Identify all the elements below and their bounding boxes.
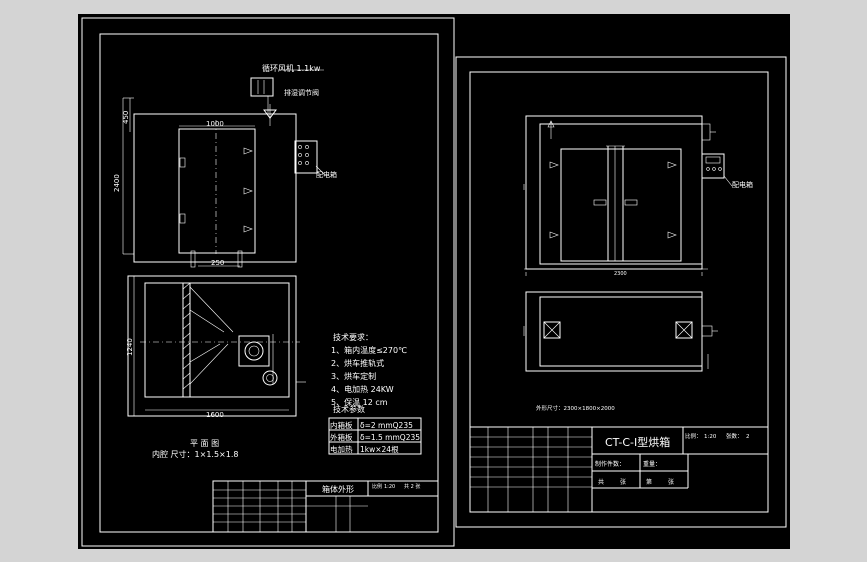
dim-gap-top: 450 [122,111,130,124]
tech-param-value: δ=1.5 mmQ235 [360,433,420,442]
right-sheet-outer-border [455,56,787,528]
left-sheet-outer-border [81,17,455,547]
dim-height-left: 2400 [113,174,121,192]
right-title: CT-C-Ⅰ型烘箱 [605,435,670,449]
tech-req-item: 1、箱内温度≤270℃ [331,345,407,355]
control-box-icon [294,140,318,174]
right-title-block [469,426,769,513]
right-page-c: 第 [646,478,652,486]
tech-param-name: 外箱板 [330,432,353,442]
tech-req-item: 4、电加热 24KW [331,384,394,394]
right-page-d: 张 [668,478,674,486]
left-scale-label: 比例 [372,483,382,490]
left-scale-value: 1:20 [384,484,395,490]
valve-label: 排湿调节阀 [284,88,319,97]
dim-plan-width: 1600 [206,411,224,419]
tech-params-title: 技术参数 [333,404,365,414]
right-front-view [523,115,733,276]
tech-req-item: 3、烘车定制 [331,371,376,381]
right-width-dim: 2300 [614,271,627,277]
right-control-box-label: 配电箱 [732,180,753,189]
fan-label: 循环风机 1.1kw [262,63,321,73]
left-title-name: 箱体外形 [322,484,354,494]
dim-width-top: 1000 [206,120,224,128]
dim-plan-depth: 1240 [126,338,134,356]
tech-req-item: 5、保温 12 cm [331,397,388,407]
cad-drawing: 循环风机 1.1kw 排湿调节阀 配电箱 1000 2400 450 250 1… [81,17,787,547]
tech-param-value: δ=2 mmQ235 [360,421,413,430]
cad-viewport[interactable]: 循环风机 1.1kw 排湿调节阀 配电箱 1000 2400 450 250 1… [78,14,790,549]
right-scale-label: 比例： [685,432,702,440]
tech-param-name: 内箱板 [330,420,353,430]
right-control-box-icon [701,153,725,179]
tech-params: 技术参数 内箱板 δ=2 mmQ235 外箱板 δ=1.5 mmQ235 电加热… [328,404,422,455]
right-top-view [523,291,718,372]
left-front-elevation [122,69,325,268]
left-sheet-label: 共 2 张 [404,483,420,490]
right-scale-value: 1:20 [704,434,717,440]
right-page-b: 张 [620,478,626,486]
dim-bottom-width: 250 [211,259,224,267]
right-sheet-label: 张数： [726,432,743,440]
inner-size: 内腔 尺寸：1×1.5×1.8 [152,449,238,459]
tech-req-title: 技术要求： [333,332,373,342]
control-box-label: 配电箱 [316,170,337,179]
right-weight-label: 重量： [643,460,661,468]
fan-icon [250,77,274,97]
right-qty-label: 制作件数： [595,460,625,468]
tech-param-name: 电加热 [330,444,353,454]
tech-req-item: 2、烘车推轨式 [331,358,384,368]
plan-caption: 平 面 图 [190,439,219,448]
left-title-block [212,480,439,533]
left-plan-view [127,275,306,417]
right-sheet-value: 2 [746,434,750,440]
tech-requirements: 技术要求： 1、箱内温度≤270℃ 2、烘车推轨式 3、烘车定制 4、电加热 2… [331,332,407,407]
tech-param-value: 1kw×24根 [360,444,399,454]
outer-size: 外形尺寸：2300×1800×2000 [536,404,615,412]
right-page-a: 共 [598,478,604,486]
